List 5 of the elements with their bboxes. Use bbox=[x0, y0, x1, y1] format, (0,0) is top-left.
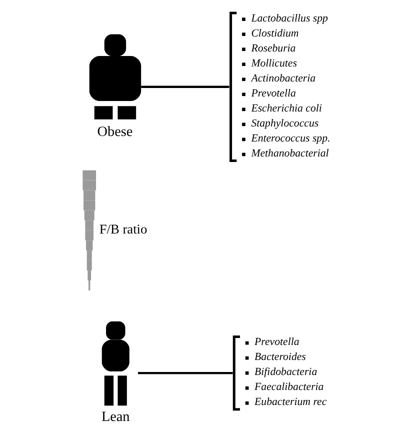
node-label: Obese bbox=[96, 124, 132, 140]
node-text: Prevotella Bacteroides Bifidobacteria Faecalibacteria Eubacterium rec bbox=[254, 336, 326, 408]
node-label: Lean bbox=[100, 409, 130, 426]
node-text: Lactobacillus spp Clostidium Roseburia Mollicutes Actinobacteria Prevotella Escherichia coli Staphylococcus Enterococcus spp. Methanobacterial bbox=[250, 12, 330, 160]
label: F/B ratio bbox=[98, 222, 147, 237]
